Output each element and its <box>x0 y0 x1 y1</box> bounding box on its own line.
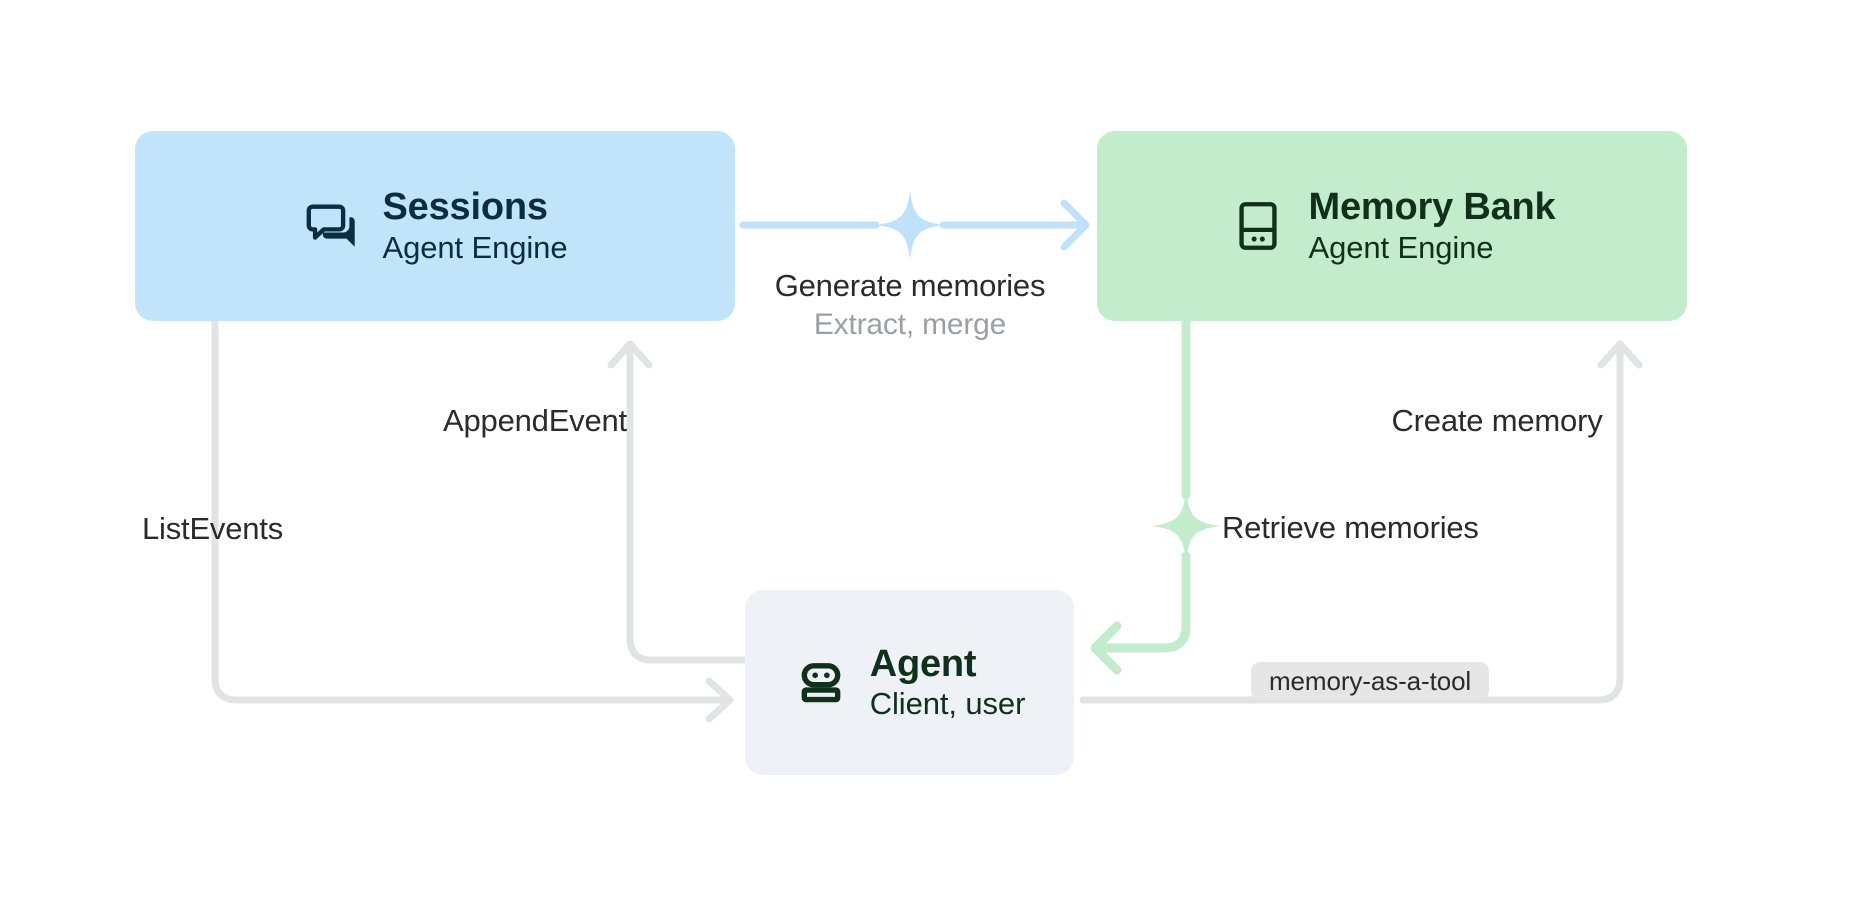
node-title: Memory Bank <box>1308 186 1556 229</box>
node-title: Agent <box>869 642 977 685</box>
edge-label-append-event: AppendEvent <box>443 403 627 438</box>
edge-path-append-event <box>626 340 749 664</box>
edge-path-create-memory <box>1079 340 1624 704</box>
edge-arrowhead-retrieve-memories <box>1090 621 1122 675</box>
node-agent[interactable]: Agent Client, user <box>745 590 1074 775</box>
node-subtitle: Client, user <box>869 686 1026 722</box>
edge-arrowhead-create-memory <box>1597 340 1643 369</box>
edge-arrowhead-list-events <box>705 677 734 723</box>
chip-memory-as-a-tool: memory-as-a-tool <box>1251 662 1490 700</box>
edge-label-generate-memories: Generate memories <box>774 268 1046 303</box>
node-title: Sessions <box>382 186 548 229</box>
node-sessions[interactable]: Sessions Agent Engine <box>135 131 735 321</box>
edge-arrowhead-generate-memories <box>1060 199 1090 251</box>
node-subtitle: Agent Engine <box>1308 229 1494 265</box>
edge-path-list-events <box>211 318 734 704</box>
forum-icon <box>303 197 361 255</box>
edge-label-create-memory: Create memory <box>1391 403 1603 438</box>
sparkle-icon <box>1152 492 1220 560</box>
node-subtitle: Agent Engine <box>382 229 568 265</box>
edge-path-retrieve-memories-lower <box>1090 551 1191 653</box>
edge-label-list-events: ListEvents <box>142 511 284 546</box>
edge-label-retrieve-memories: Retrieve memories <box>1222 510 1479 545</box>
edge-arrowhead-append-event <box>607 340 653 369</box>
chip-label: memory-as-a-tool <box>1269 665 1472 696</box>
node-memory-bank[interactable]: Memory Bank Agent Engine <box>1097 131 1687 321</box>
robot-icon <box>794 655 848 709</box>
sparkle-icon <box>876 191 944 259</box>
database-icon <box>1229 197 1287 255</box>
edge-sublabel-extract-merge: Extract, merge <box>813 308 1007 341</box>
